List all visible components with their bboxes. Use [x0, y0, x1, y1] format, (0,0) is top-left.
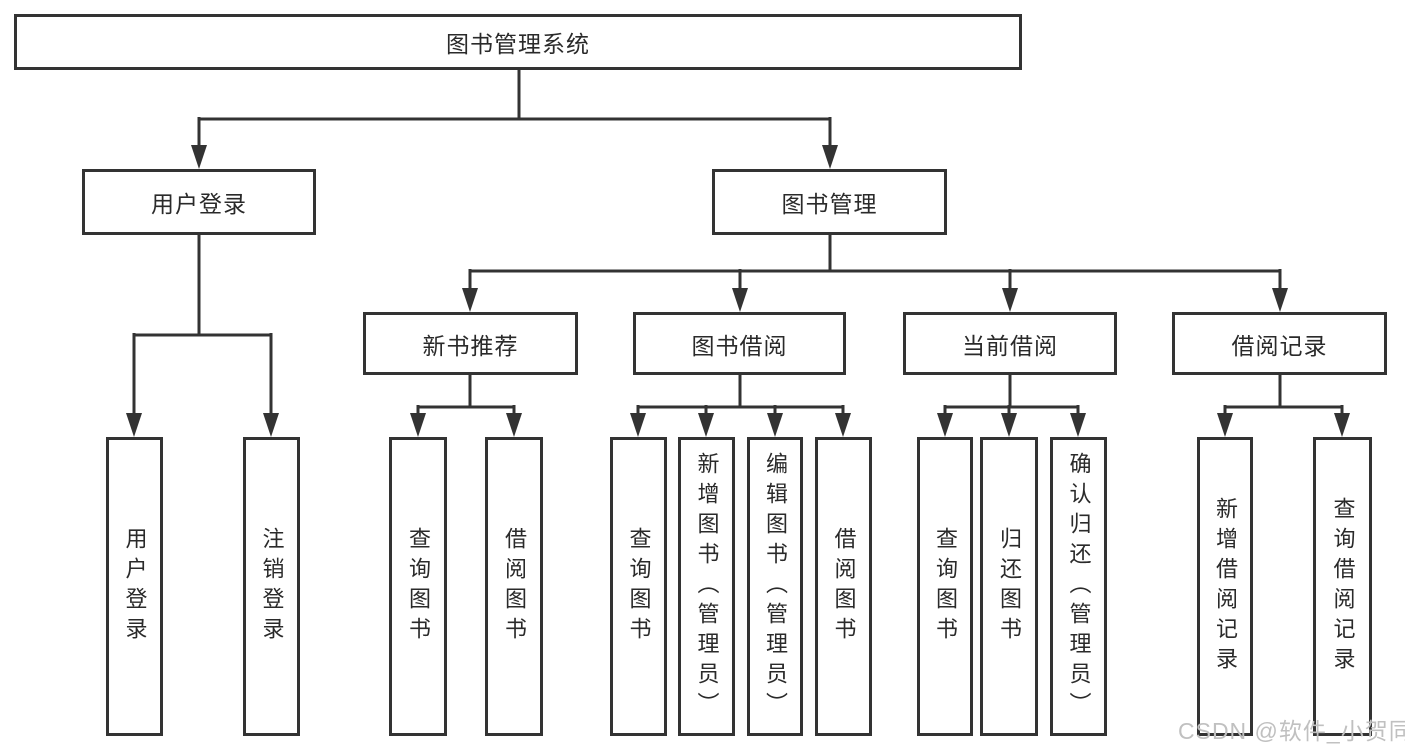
leaf-add-books-admin: 新增图书（管理员） — [678, 437, 735, 736]
leaf-query-books-recommend: 查询图书 — [389, 437, 447, 736]
leaf-label: 查询图书 — [406, 526, 431, 647]
node-label: 用户登录 — [151, 191, 247, 217]
leaf-label: 用户登录 — [122, 526, 148, 647]
connector-new-book-subtree — [416, 375, 516, 416]
leaf-return-books: 归还图书 — [980, 437, 1038, 736]
leaf-label: 新增借阅记录 — [1213, 496, 1238, 677]
leaf-add-borrow-record: 新增借阅记录 — [1197, 437, 1253, 736]
node-current-borrowing: 当前借阅 — [903, 312, 1117, 375]
leaf-label: 查询借阅记录 — [1330, 496, 1356, 677]
node-label: 图书管理 — [781, 191, 878, 217]
connector-book-mgmt-subtree — [468, 235, 1282, 291]
connector-borrow-records-subtree — [1223, 375, 1344, 416]
connector-user-login-subtree — [132, 235, 273, 416]
leaf-edit-books-admin: 编辑图书（管理员） — [747, 437, 803, 736]
leaf-label: 新增图书（管理员） — [694, 451, 720, 722]
node-label: 图书管理系统 — [446, 31, 590, 57]
csdn-watermark: CSDN @软件_小贺同学 — [1178, 718, 1405, 744]
leaf-query-books-borrowing: 查询图书 — [610, 437, 667, 736]
arrow-heads — [126, 145, 1350, 437]
leaf-label: 借阅图书 — [502, 526, 527, 647]
connector-root-to-level2 — [197, 70, 832, 148]
node-book-management: 图书管理 — [712, 169, 947, 235]
leaf-label: 确认归还（管理员） — [1066, 451, 1092, 722]
node-book-borrowing: 图书借阅 — [633, 312, 846, 375]
leaf-query-borrow-record: 查询借阅记录 — [1313, 437, 1372, 736]
leaf-label: 查询图书 — [626, 526, 652, 647]
leaf-borrow-books-borrowing: 借阅图书 — [815, 437, 872, 736]
connector-current-borrow-subtree — [943, 375, 1080, 416]
node-user-login: 用户登录 — [82, 169, 316, 235]
leaf-label: 归还图书 — [997, 526, 1022, 647]
leaf-logout-login: 注销登录 — [243, 437, 300, 736]
node-label: 新书推荐 — [422, 332, 519, 359]
leaf-label: 借阅图书 — [831, 526, 857, 647]
node-label: 图书借阅 — [691, 332, 788, 359]
node-borrowing-records: 借阅记录 — [1172, 312, 1387, 375]
leaf-borrow-books-recommend: 借阅图书 — [485, 437, 543, 736]
node-new-book-recommendation: 新书推荐 — [363, 312, 578, 375]
leaf-confirm-return-admin: 确认归还（管理员） — [1050, 437, 1107, 736]
node-label: 当前借阅 — [962, 332, 1058, 359]
leaf-label: 查询图书 — [933, 526, 958, 647]
leaf-label: 编辑图书（管理员） — [763, 451, 788, 722]
leaf-query-books-current: 查询图书 — [917, 437, 973, 736]
leaf-user-login: 用户登录 — [106, 437, 163, 736]
connector-book-borrow-subtree — [636, 375, 845, 416]
node-label: 借阅记录 — [1231, 332, 1328, 359]
leaf-label: 注销登录 — [259, 526, 285, 647]
node-library-management-system: 图书管理系统 — [14, 14, 1022, 70]
